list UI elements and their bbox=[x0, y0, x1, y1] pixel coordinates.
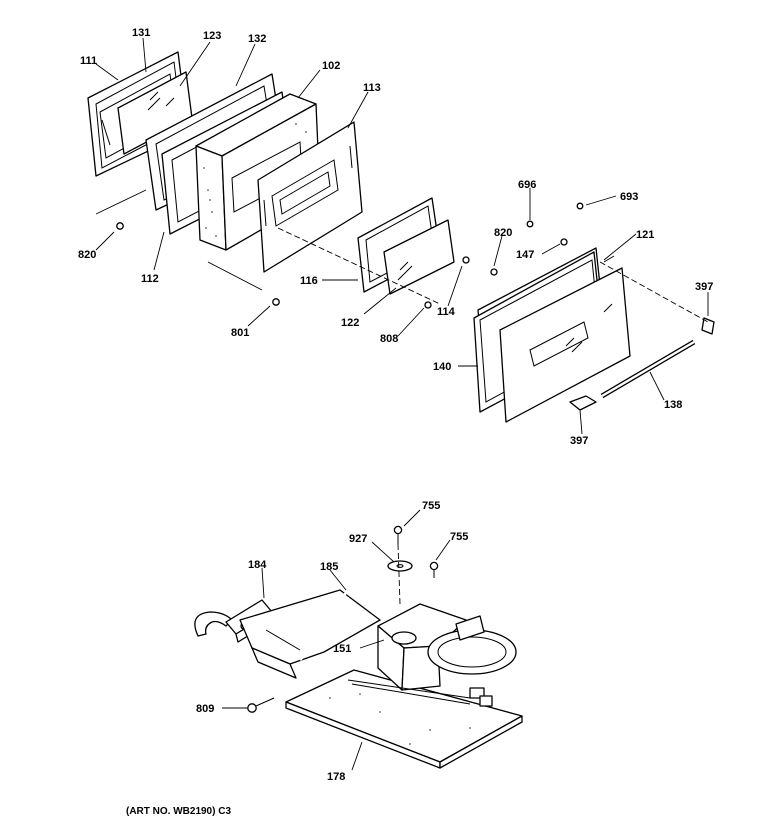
part-140-outer-door bbox=[473, 251, 631, 423]
callout-113: 113 bbox=[363, 82, 381, 94]
art-number: (ART NO. WB2190) C3 bbox=[126, 806, 231, 817]
callout-809: 809 bbox=[196, 703, 214, 715]
callout-184: 184 bbox=[248, 559, 267, 571]
part-185-link-rod bbox=[299, 579, 399, 661]
callout-147: 147 bbox=[516, 249, 534, 261]
callout-801: 801 bbox=[231, 327, 249, 339]
callout-927: 927 bbox=[349, 533, 367, 545]
part-138-handle-bar bbox=[600, 339, 696, 399]
callout-755-top: 755 bbox=[422, 500, 440, 512]
callout-693: 693 bbox=[620, 191, 638, 203]
callout-122: 122 bbox=[341, 317, 359, 329]
callout-112: 112 bbox=[141, 273, 159, 285]
callout-820-left: 820 bbox=[78, 249, 96, 261]
callout-178: 178 bbox=[327, 771, 345, 783]
callout-820-right: 820 bbox=[494, 227, 512, 239]
part-lever-arm bbox=[239, 589, 381, 679]
assembly-lines-upper bbox=[95, 189, 709, 323]
part-397-end-cap-left bbox=[569, 395, 597, 411]
callout-121: 121 bbox=[636, 229, 654, 241]
callout-114: 114 bbox=[437, 306, 456, 318]
callout-138: 138 bbox=[664, 399, 682, 411]
callout-111: 111 bbox=[80, 55, 97, 67]
callout-808: 808 bbox=[380, 333, 398, 345]
callout-397-right: 397 bbox=[695, 281, 713, 293]
callout-132: 132 bbox=[248, 33, 266, 45]
callout-151: 151 bbox=[333, 643, 351, 655]
callout-140: 140 bbox=[433, 361, 451, 373]
part-113-door-panel bbox=[257, 121, 363, 273]
part-151-lock-motor bbox=[347, 603, 517, 707]
callout-755-right: 755 bbox=[450, 531, 468, 543]
callout-123: 123 bbox=[203, 30, 221, 42]
part-755-screws bbox=[393, 525, 439, 578]
part-screws-upper bbox=[116, 202, 584, 309]
part-178-base-plate bbox=[285, 669, 523, 769]
callout-185: 185 bbox=[320, 561, 338, 573]
callout-102: 102 bbox=[322, 60, 340, 72]
callout-397-left: 397 bbox=[570, 435, 588, 447]
callout-116: 116 bbox=[300, 275, 318, 287]
part-927-washer bbox=[387, 560, 413, 572]
callout-696: 696 bbox=[518, 179, 536, 191]
leader-lines-upper bbox=[95, 37, 709, 435]
leader-lines-lower bbox=[222, 509, 451, 771]
part-809-screw bbox=[247, 697, 275, 713]
part-397-end-cap-right bbox=[701, 317, 715, 335]
callout-131: 131 bbox=[132, 27, 150, 39]
